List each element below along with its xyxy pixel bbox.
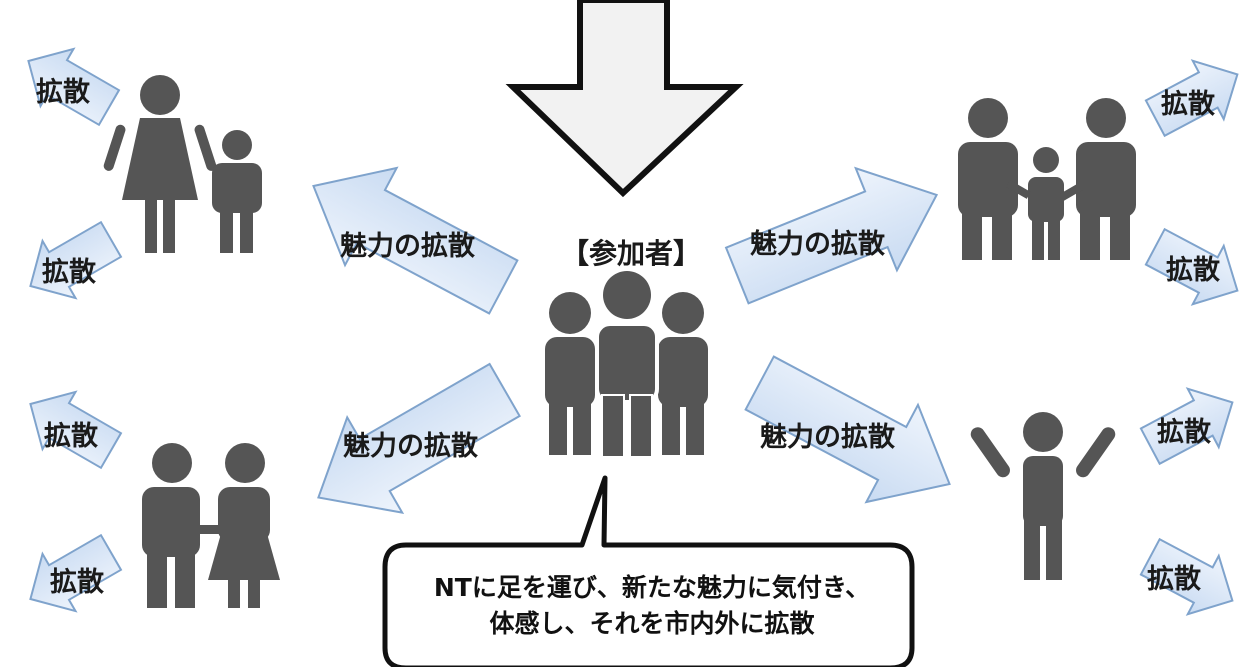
- main-arrow-lower-right: [744, 355, 951, 504]
- spread-arrow: [27, 47, 121, 127]
- participants-label: 【参加者】: [561, 237, 702, 270]
- spread-arrow: [29, 390, 123, 470]
- participants-icon: [545, 271, 708, 458]
- main-arrow-label-lower-left: 魅力の拡散: [343, 431, 478, 462]
- cheering-person-icon: [970, 412, 1116, 580]
- spread-label: 拡散: [1157, 417, 1211, 448]
- main-arrow-lower-left: [317, 362, 521, 514]
- speech-bubble-line-2: 体感し、それを市内外に拡散: [489, 609, 815, 638]
- spread-label: 拡散: [1147, 564, 1201, 595]
- couple-icon: [142, 443, 280, 608]
- speech-bubble-line-1: NTに足を運び、新たな魅力に気付き、: [433, 573, 871, 602]
- speech-bubble-text: NTに足を運び、新たな魅力に気付き、 体感し、それを市内外に拡散: [392, 570, 912, 642]
- spread-label: 拡散: [1161, 89, 1215, 120]
- spread-arrow: [1139, 537, 1234, 616]
- main-arrow-label-upper-left: 魅力の拡散: [340, 231, 475, 262]
- spread-arrow: [29, 220, 123, 300]
- main-arrow-upper-right: [724, 166, 939, 305]
- speech-bubble: [382, 475, 915, 667]
- spread-arrow: [29, 533, 123, 613]
- family-icon: [958, 98, 1136, 260]
- spread-label: 拡散: [50, 567, 104, 598]
- main-arrow-label-upper-right: 魅力の拡散: [750, 229, 885, 260]
- input-arrow: [505, 0, 744, 198]
- mother-child-icon: [103, 75, 262, 253]
- spread-arrow: [1144, 59, 1239, 138]
- spread-label: 拡散: [42, 257, 96, 288]
- main-arrow-label-lower-right: 魅力の拡散: [760, 422, 895, 453]
- spread-label: 拡散: [36, 77, 90, 108]
- spread-arrow: [1144, 227, 1239, 306]
- main-arrow-upper-left: [312, 166, 519, 315]
- spread-label: 拡散: [44, 421, 98, 452]
- spread-arrow: [1139, 387, 1234, 466]
- spread-label: 拡散: [1166, 255, 1220, 286]
